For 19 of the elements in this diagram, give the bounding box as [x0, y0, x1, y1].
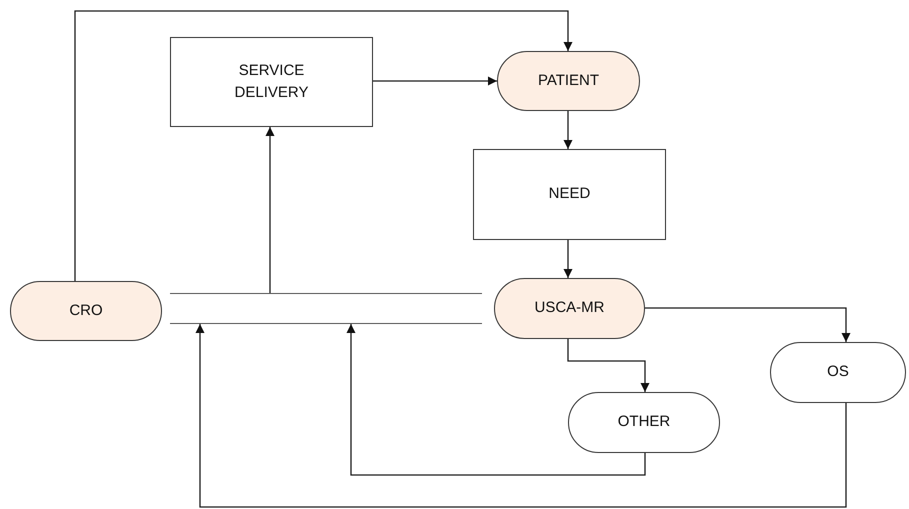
- node-label: OTHER: [618, 412, 670, 432]
- channel-bar: [170, 293, 482, 324]
- arrow: [265, 127, 275, 293]
- arrow: [567, 339, 650, 392]
- node-label: USCA-MR: [534, 298, 604, 318]
- process-box: [170, 37, 373, 127]
- arrow: [346, 324, 646, 476]
- arrow: [645, 307, 851, 342]
- arrow: [373, 76, 497, 86]
- arrow: [74, 10, 573, 281]
- arrow: [563, 111, 573, 149]
- node-label: NEED: [548, 184, 590, 204]
- arrow: [195, 324, 847, 508]
- node-label: SERVICE DELIVERY: [234, 60, 310, 103]
- arrow: [563, 240, 573, 278]
- node-label: OS: [827, 362, 849, 382]
- process-box: [473, 149, 666, 240]
- node-label: CRO: [69, 300, 103, 321]
- node-label: PATIENT: [538, 70, 600, 91]
